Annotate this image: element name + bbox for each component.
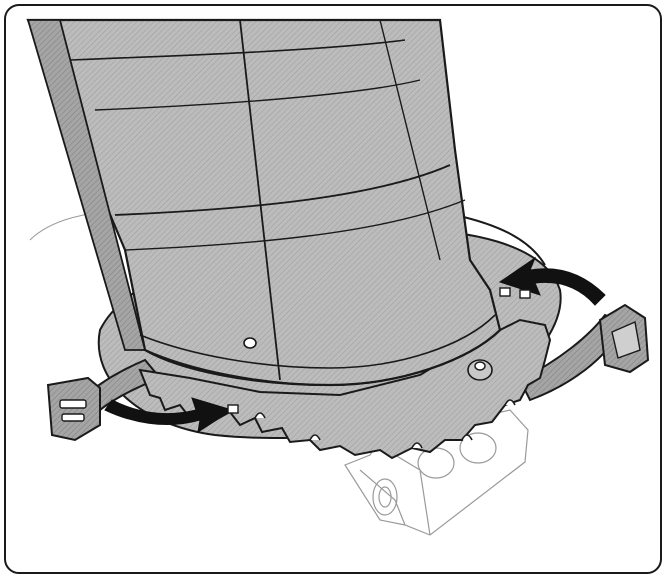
slot-tabs [227,287,531,414]
border-frame [4,4,662,574]
tube-body [26,18,502,387]
right-latch [598,303,650,374]
rotation-arrow-icon [498,256,606,306]
mounting-knob [467,359,493,381]
left-latch [46,376,101,442]
tube-hole [243,337,257,349]
